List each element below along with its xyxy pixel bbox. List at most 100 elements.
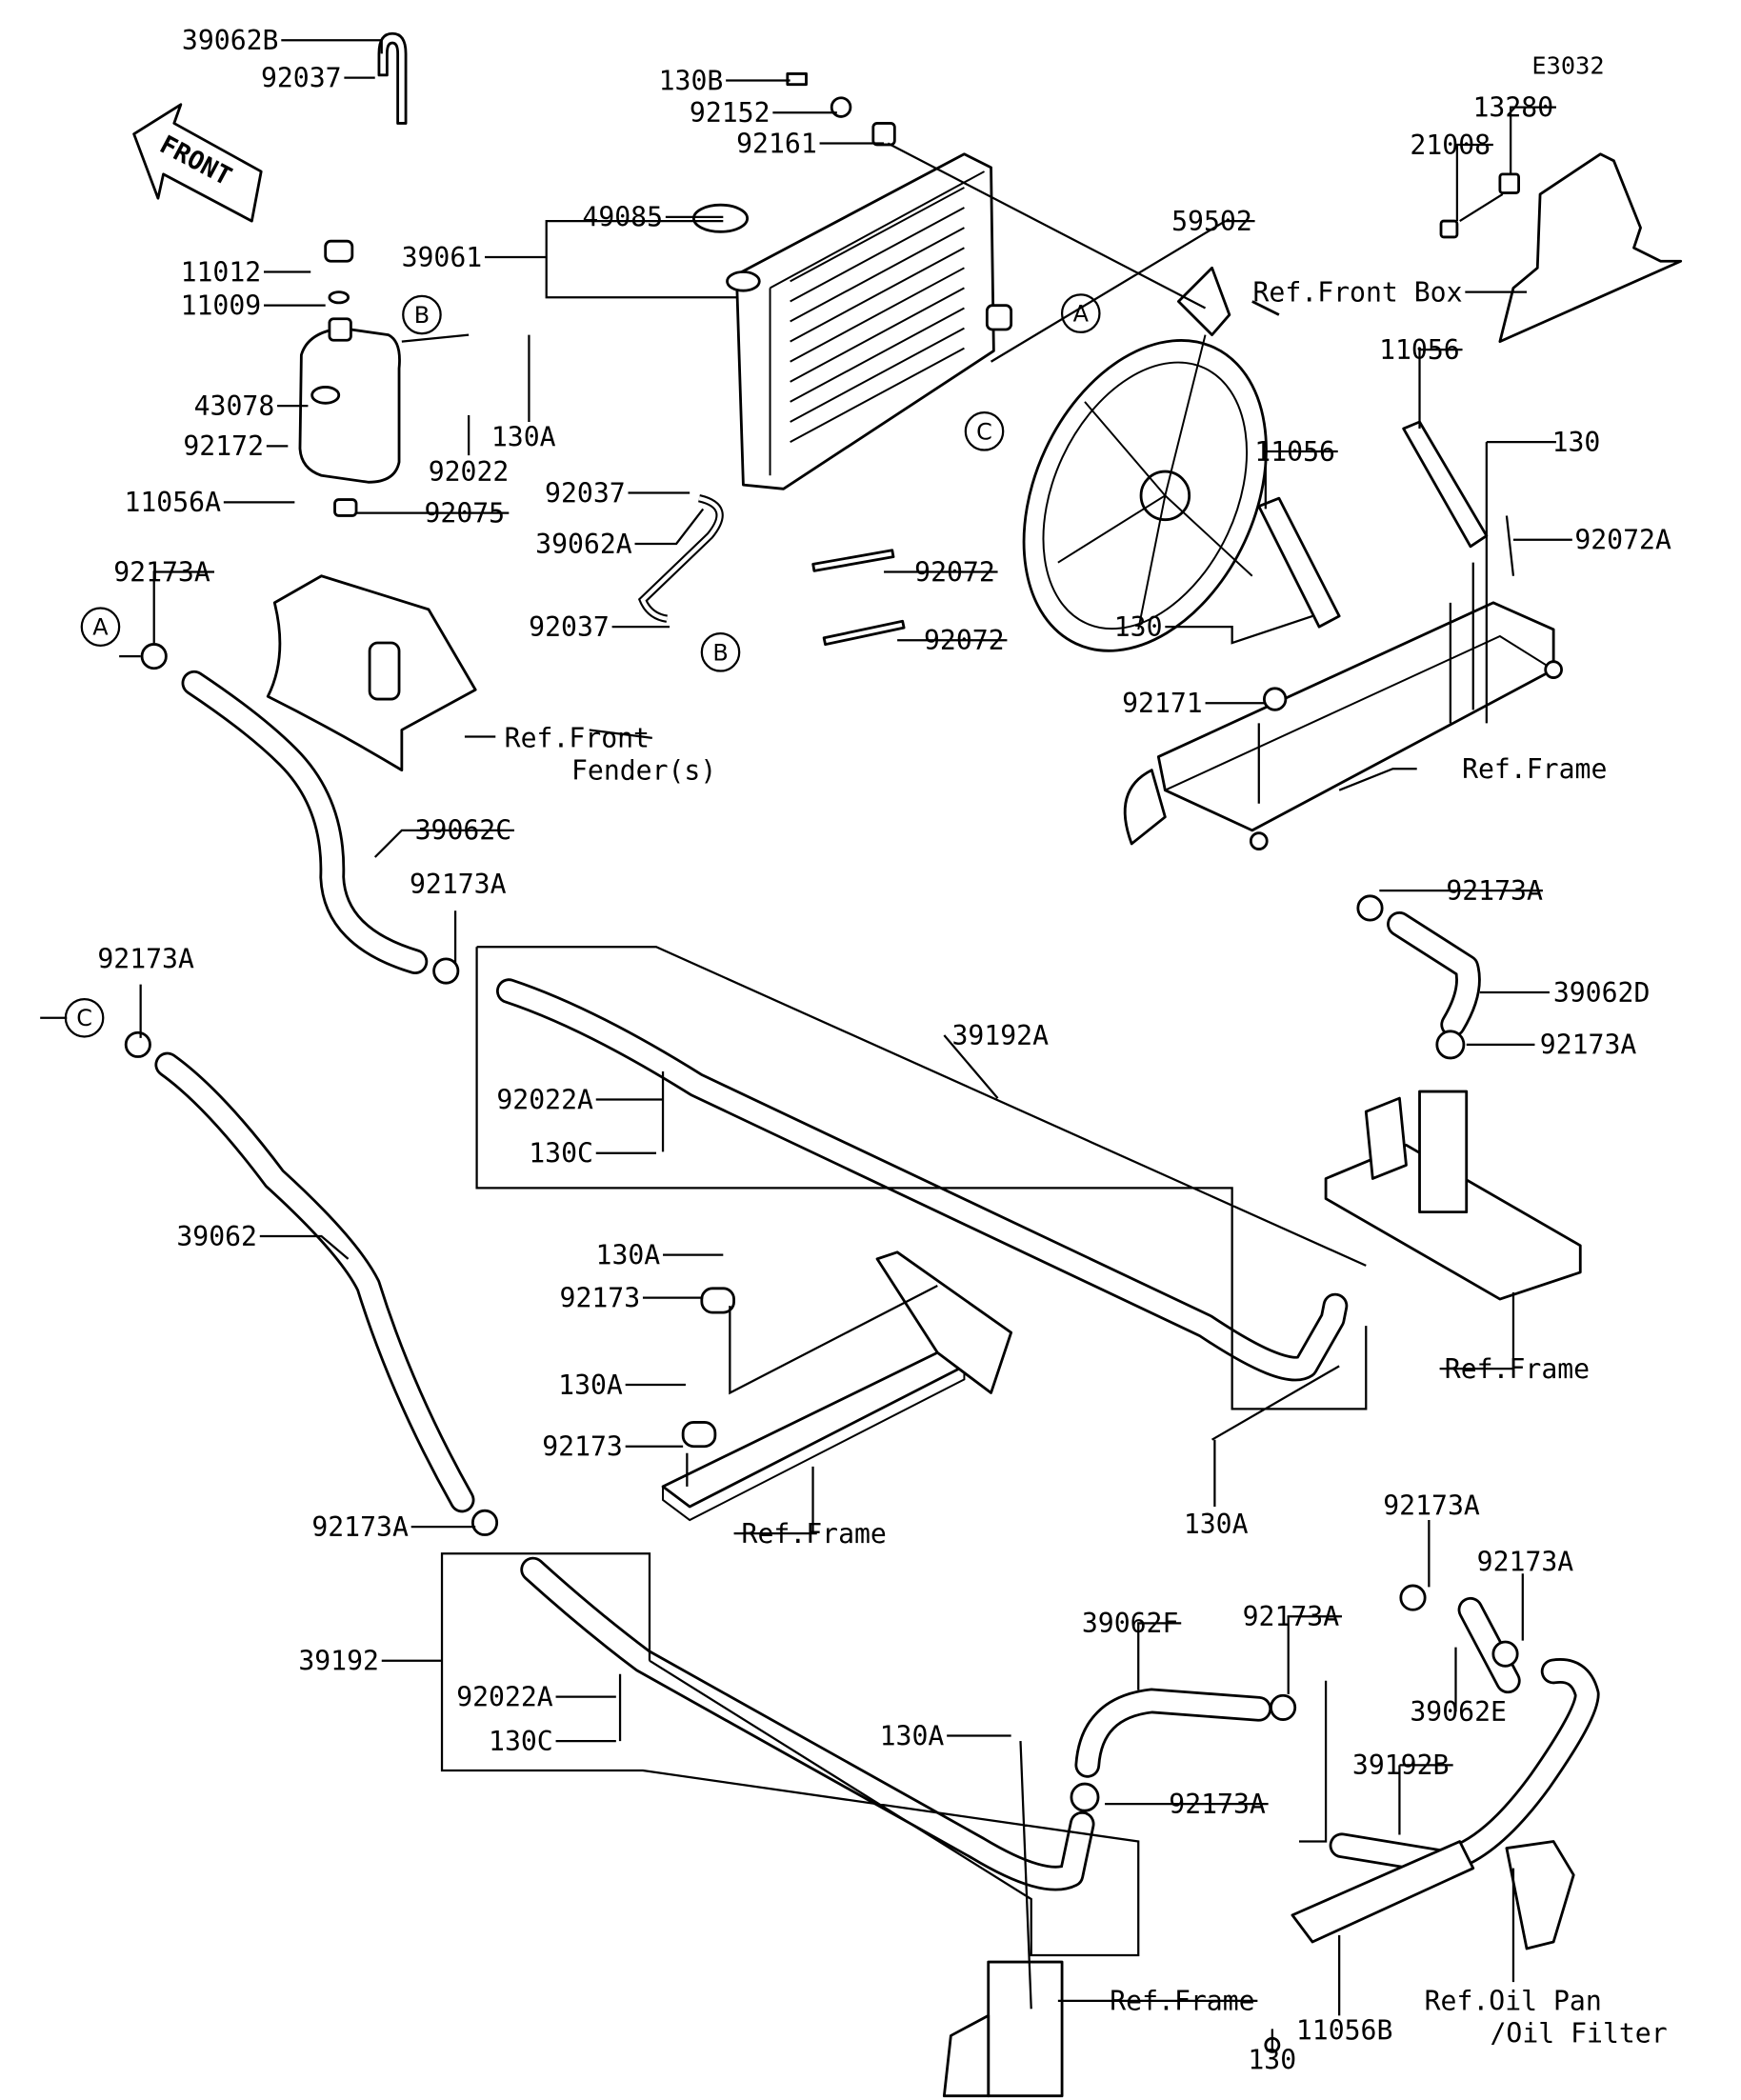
callout: 11056A <box>124 487 221 518</box>
callout: 92173 <box>560 1282 641 1313</box>
ref-label: Ref.Frame <box>1110 1986 1254 2017</box>
callout: 130B <box>659 65 724 96</box>
callout: 21008 <box>1410 130 1491 161</box>
callout: 92173 <box>542 1431 623 1463</box>
pipe-39192 <box>520 1556 1095 1891</box>
callout: 59502 <box>1171 206 1252 237</box>
hose-39062 <box>154 1051 475 1513</box>
marker-label: A <box>92 614 109 641</box>
ref-label: Fender(s) <box>571 754 716 786</box>
callout: 92152 <box>690 97 770 129</box>
marker-label: C <box>976 418 992 445</box>
hose-39062E <box>1457 1596 1521 1694</box>
callout: 92173A <box>410 869 507 900</box>
pipe-39192B <box>1329 1658 1600 1874</box>
callout: 92072A <box>1574 525 1671 556</box>
callout: 11056B <box>1296 2015 1393 2047</box>
ref-label: Ref.Oil Pan <box>1425 1986 1602 2017</box>
front-box-ref <box>1498 152 1683 344</box>
marker-label: B <box>414 302 430 329</box>
callout: 92022A <box>456 1682 553 1713</box>
callout: 130 <box>1114 611 1163 643</box>
callout: 11056 <box>1254 436 1335 468</box>
callout: 43078 <box>194 390 275 422</box>
callout: 92037 <box>261 62 342 93</box>
marker-c-1: C <box>964 411 1005 451</box>
hose-39062C <box>181 670 429 975</box>
reservoir-tank <box>298 31 408 517</box>
ref-label: Ref.Frame <box>1462 753 1607 785</box>
frame-ref-upper <box>1123 601 1563 850</box>
callout: 130 <box>1552 427 1601 458</box>
oil-pan-ref <box>1264 1840 1575 2053</box>
marker-label: B <box>712 639 728 666</box>
leader-lines <box>40 39 1572 2050</box>
callout: 130 <box>1248 2045 1296 2076</box>
frame-ref-right <box>1324 1090 1582 1301</box>
callout: 92173A <box>311 1511 409 1543</box>
callout: 92161 <box>736 128 817 159</box>
callout: 39192B <box>1352 1750 1450 1781</box>
marker-a-2: A <box>80 607 121 647</box>
hose-39062A <box>637 494 724 623</box>
hose-39062F <box>1074 1688 1272 1778</box>
marker-c-2: C <box>64 997 105 1038</box>
callout: 130C <box>529 1138 593 1170</box>
callout: 92022 <box>429 456 510 488</box>
callout: 92171 <box>1122 688 1203 719</box>
marker-label: C <box>76 1005 92 1031</box>
callout: 39192 <box>298 1646 379 1677</box>
front-arrow-icon: FRONT <box>132 103 263 223</box>
marker-label: A <box>1073 301 1090 328</box>
callout: 92173A <box>1243 1601 1340 1632</box>
callout: 130A <box>880 1720 945 1751</box>
callout: 130C <box>489 1726 553 1757</box>
marker-a-1: A <box>1060 293 1101 333</box>
ref-label: Ref.Frame <box>1445 1353 1590 1385</box>
callout: 39062F <box>1082 1608 1179 1639</box>
marker-b-2: B <box>700 632 741 672</box>
callout: 39062B <box>182 25 279 56</box>
callout: 92022A <box>496 1084 593 1115</box>
callout: 39061 <box>402 242 483 273</box>
ref-label: Ref.Frame <box>742 1518 887 1550</box>
ref-label: Ref.Front Box <box>1253 276 1463 308</box>
callout: 92037 <box>545 477 626 509</box>
bracket-11056-b <box>1257 496 1341 629</box>
cooling-fan <box>1022 266 1280 652</box>
callout: 39062E <box>1410 1696 1507 1728</box>
frame-ref-bottom <box>942 1960 1064 2098</box>
callout: 92072 <box>924 625 1005 656</box>
radiator <box>691 72 1013 490</box>
marker-b-1: B <box>402 294 442 335</box>
callout: 92173A <box>1477 1546 1574 1577</box>
callout: 92172 <box>183 430 264 462</box>
bracket-11056-a <box>1402 420 1489 549</box>
callout: 39192A <box>951 1020 1049 1051</box>
callout: 130A <box>596 1239 661 1270</box>
callout: 92173A <box>1169 1789 1266 1820</box>
callout: 92173A <box>97 944 194 975</box>
callout: 92173A <box>113 556 210 588</box>
ref-label: /Oil Filter <box>1491 2017 1668 2049</box>
callout-labels: 39062B 92037 11012 11009 39061 49085 130… <box>97 25 1671 2075</box>
callout: 92173A <box>1383 1490 1480 1521</box>
ref-label: Ref.Front <box>505 723 650 754</box>
callout: 49085 <box>582 202 663 233</box>
pipe-39192A <box>495 978 1349 1382</box>
reference-labels: Ref.Front Box Ref.Front Fender(s) Ref.Fr… <box>505 276 1668 2049</box>
callout: 11012 <box>181 256 262 288</box>
callout: 130A <box>491 421 556 452</box>
callout: 130A <box>1184 1509 1249 1540</box>
callout: 39062A <box>535 529 632 560</box>
callout: 39062D <box>1553 977 1651 1009</box>
callout: 92037 <box>529 611 610 643</box>
callout: 13280 <box>1473 91 1554 123</box>
callout: 11056 <box>1379 334 1460 366</box>
callout: 130A <box>558 1370 623 1401</box>
frame-ref-middle <box>661 1250 1013 1522</box>
callout: 92075 <box>424 497 505 529</box>
callout: 92173A <box>1446 875 1543 907</box>
callout: 92072 <box>914 556 995 588</box>
